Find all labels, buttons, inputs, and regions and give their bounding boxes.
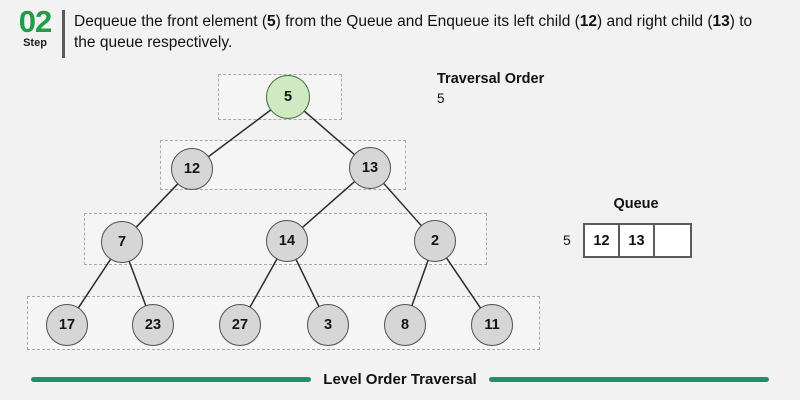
instruction-run: ) to the queue respectively. bbox=[74, 13, 753, 51]
tree-node: 8 bbox=[384, 304, 426, 346]
traversal-order-block: Traversal Order 5 bbox=[437, 70, 617, 108]
step-instruction-text: Dequeue the front element (5) from the Q… bbox=[74, 11, 774, 53]
traversal-order-title: Traversal Order bbox=[437, 71, 545, 87]
tree-node: 7 bbox=[101, 221, 143, 263]
tree-node: 12 bbox=[171, 148, 213, 190]
queue-front-label: 5 bbox=[563, 232, 571, 248]
queue-cell: 12 bbox=[585, 225, 620, 256]
tree-node: 17 bbox=[46, 304, 88, 346]
header-divider bbox=[62, 10, 65, 58]
instruction-run: ) and right child ( bbox=[597, 13, 713, 30]
footer-line-right bbox=[488, 376, 769, 382]
instruction-emphasis: 12 bbox=[579, 13, 598, 30]
tree-node: 14 bbox=[266, 220, 308, 262]
tree-node: 13 bbox=[349, 147, 391, 189]
step-word-label: Step bbox=[23, 37, 47, 49]
tree-level-box bbox=[27, 296, 540, 350]
tree-node: 3 bbox=[307, 304, 349, 346]
tree-node: 11 bbox=[471, 304, 513, 346]
footer-title: Level Order Traversal bbox=[323, 370, 477, 388]
queue-cell: 13 bbox=[620, 225, 655, 256]
instruction-emphasis: 5 bbox=[267, 13, 276, 30]
footer-banner: Level Order Traversal bbox=[0, 366, 800, 392]
tree-node: 23 bbox=[132, 304, 174, 346]
tree-node: 27 bbox=[219, 304, 261, 346]
queue-cell bbox=[655, 225, 690, 256]
instruction-run: ) from the Queue and Enqueue its left ch… bbox=[275, 13, 580, 30]
step-badge: 02 Step bbox=[12, 6, 58, 50]
tree-node: 5 bbox=[266, 75, 310, 119]
queue-title: Queue bbox=[613, 196, 659, 212]
traversal-order-values: 5 bbox=[437, 91, 445, 106]
instruction-run: Dequeue the front element ( bbox=[74, 13, 268, 30]
instruction-emphasis: 13 bbox=[712, 13, 730, 30]
footer-line-left bbox=[31, 376, 312, 382]
step-number: 02 bbox=[18, 4, 52, 39]
tree-node: 2 bbox=[414, 220, 456, 262]
